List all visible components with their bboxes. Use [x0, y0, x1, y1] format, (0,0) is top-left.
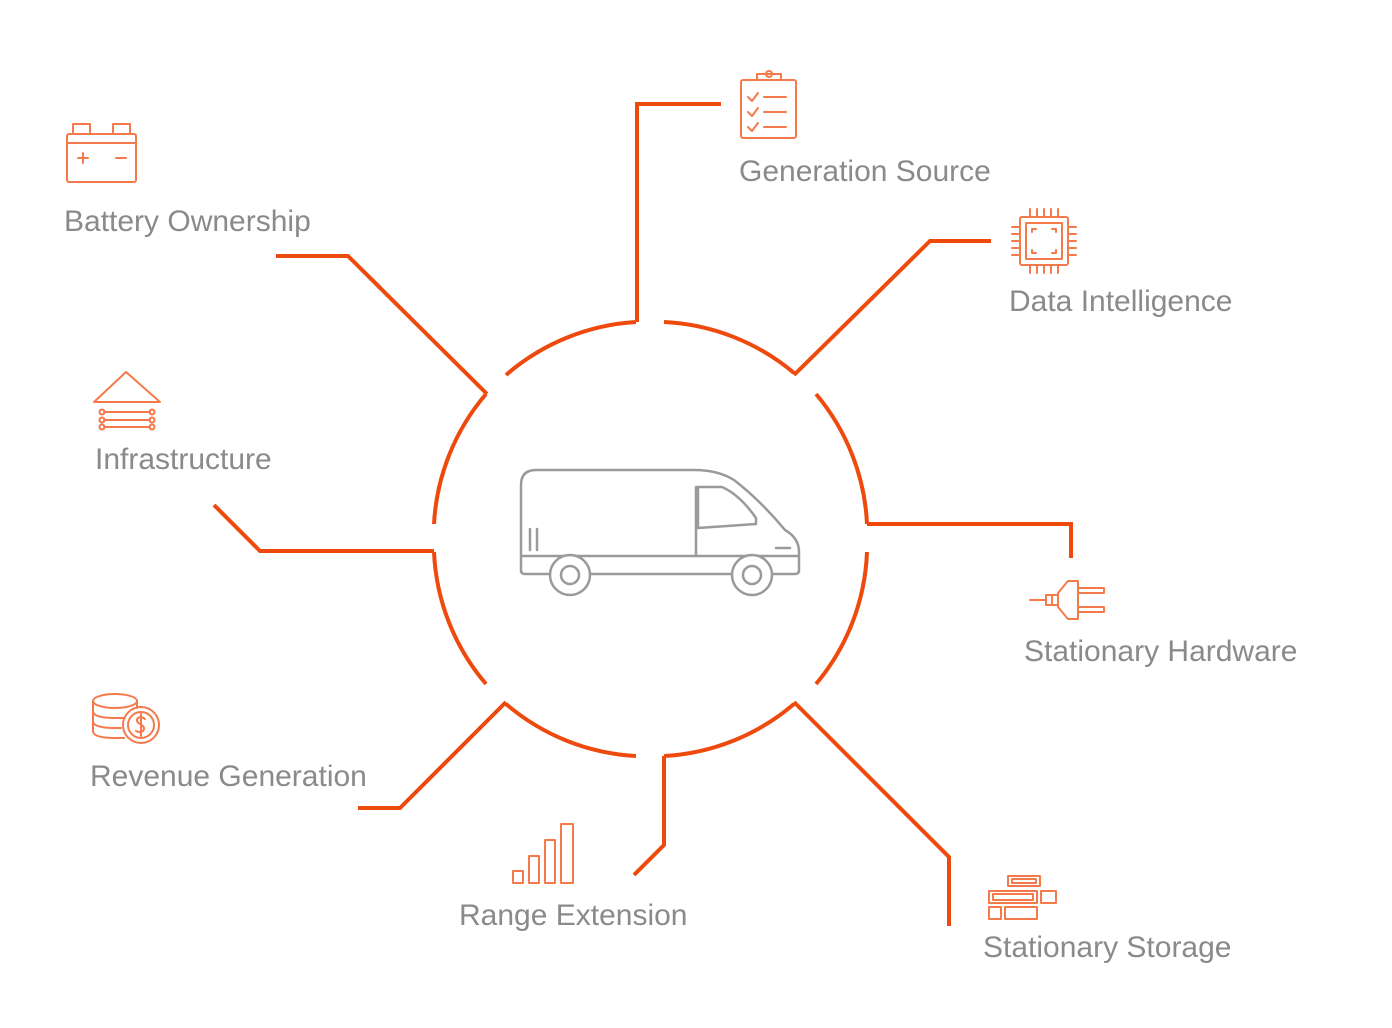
- label-generation-source: Generation Source: [739, 155, 991, 188]
- label-revenue-generation: Revenue Generation: [90, 760, 367, 793]
- connectors: [212, 102, 1073, 926]
- ring-arc-bottom-right: [663, 702, 796, 758]
- ring-arc-top-left: [504, 320, 637, 377]
- van-icon: [519, 468, 801, 597]
- connector-generation: [635, 102, 721, 322]
- connector-range: [632, 756, 666, 877]
- bar-chart-icon: [512, 823, 574, 884]
- label-stationary-storage: Stationary Storage: [983, 931, 1231, 964]
- connector-battery: [276, 254, 489, 396]
- label-battery-ownership: Battery Ownership: [64, 205, 311, 238]
- ring-arc-left-upper: [432, 392, 488, 525]
- label-stationary-hardware: Stationary Hardware: [1024, 635, 1297, 668]
- clipboard-checklist-icon: [740, 70, 797, 139]
- label-infrastructure: Infrastructure: [95, 443, 272, 476]
- chip-icon: [1011, 208, 1077, 274]
- ring-arc-right-upper: [814, 392, 869, 525]
- plug-icon: [1029, 580, 1105, 620]
- battery-icon: [66, 123, 137, 183]
- coins-dollar-icon: [92, 693, 160, 744]
- ring-arc-left-lower: [432, 551, 488, 686]
- connector-data: [792, 239, 991, 377]
- label-data-intelligence: Data Intelligence: [1009, 285, 1232, 318]
- connector-storage: [792, 700, 951, 926]
- labels: Battery Ownership Generation Source Data…: [64, 155, 1297, 964]
- ring-arc-bottom-left: [504, 702, 637, 758]
- storage-blocks-icon: [988, 875, 1057, 920]
- connector-revenue: [358, 700, 508, 810]
- infrastructure-icon: [93, 371, 161, 431]
- ring-arc-top-right: [663, 320, 796, 375]
- connector-hardware: [867, 522, 1073, 558]
- ring-arc-right-lower: [814, 551, 869, 686]
- hub-ring: [432, 320, 869, 758]
- connector-infrastructure: [212, 503, 434, 553]
- label-range-extension: Range Extension: [459, 899, 688, 932]
